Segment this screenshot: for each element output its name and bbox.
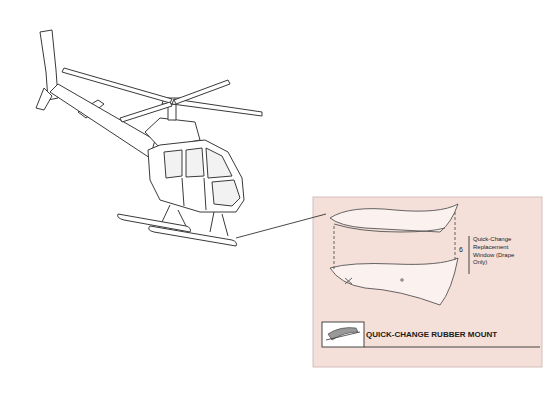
- rubber-mount-icon: [322, 322, 540, 347]
- part-name: Quick-Change Replacement Window (Drape O…: [473, 236, 529, 267]
- callout-number: 6: [459, 246, 463, 253]
- callout-bracket: [469, 236, 470, 274]
- leader-line: [236, 214, 326, 238]
- replacement-window: [330, 204, 458, 305]
- mount-box: QUICK-CHANGE RUBBER MOUNT: [366, 325, 538, 345]
- helicopter: [36, 30, 262, 246]
- mount-title: QUICK-CHANGE RUBBER MOUNT: [366, 325, 538, 339]
- inset-panel: [313, 197, 542, 367]
